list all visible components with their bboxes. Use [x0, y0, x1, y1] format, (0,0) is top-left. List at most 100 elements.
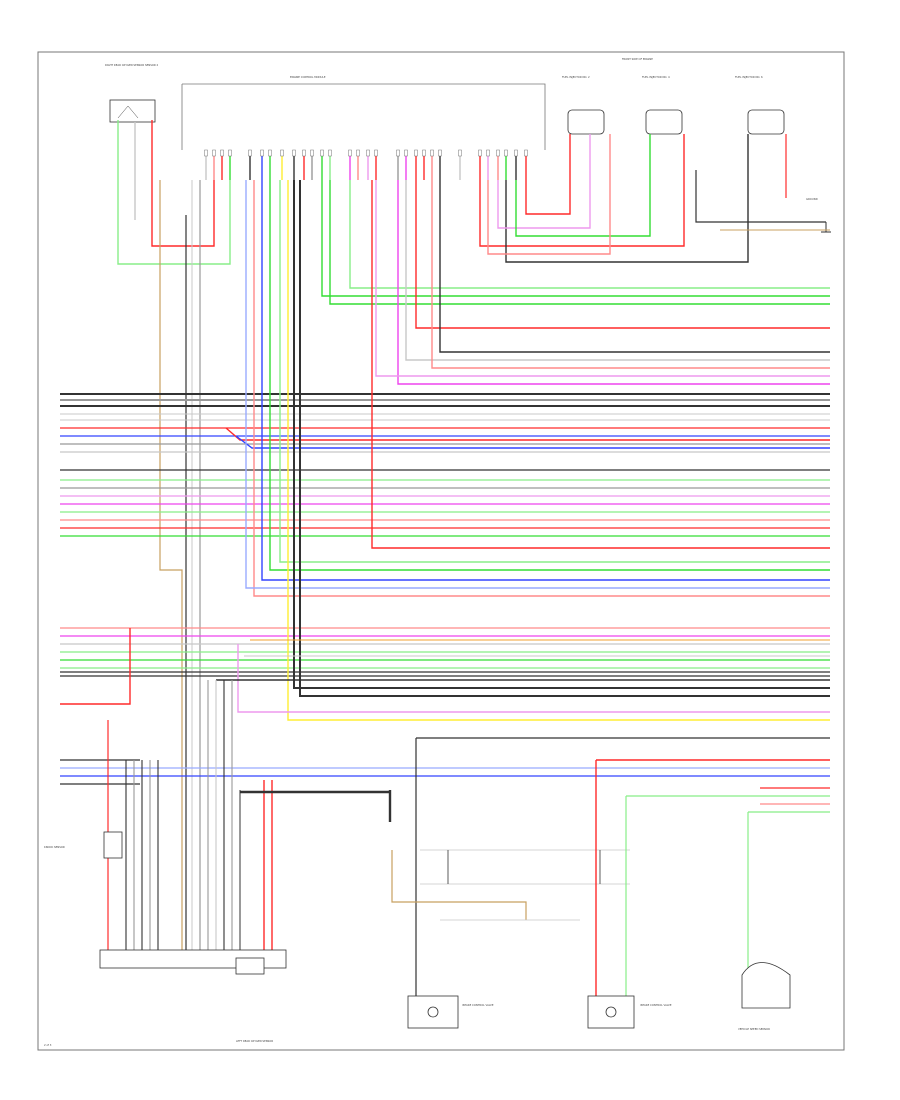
- wire-pink-21: [487, 134, 611, 255]
- ecm-pin-17: [396, 149, 400, 157]
- ecm-pin-4: [248, 149, 252, 157]
- wire-violet-63: [237, 644, 830, 713]
- injector-6-label: FUEL INJECTOR NO. 6: [735, 75, 763, 79]
- injector-4-label: FUEL INJECTOR NO. 4: [642, 75, 670, 79]
- wire-red-45: [371, 180, 830, 549]
- fuel-injector-4: FUEL INJECTOR NO. 4: [642, 75, 683, 135]
- wire-black-60: [299, 180, 830, 697]
- wire-lightgreen-48: [279, 180, 830, 563]
- ecm-pin-25: [486, 149, 490, 157]
- wire-black-23: [695, 170, 826, 223]
- wire-lightgreen-0: [117, 120, 231, 265]
- ecm-header-label: ENGINE CONTROL MODULE: [290, 75, 326, 79]
- wire-red-16: [479, 134, 685, 247]
- wire-red-94: [595, 759, 830, 996]
- wire-group: [60, 120, 830, 996]
- wire-lightgreen-9: [349, 180, 830, 289]
- intake-valve-1-label: INTAKE CONTROL VALVE: [462, 1003, 494, 1007]
- rear-o2-sensor: [109, 99, 156, 123]
- ecm-pin-24: [478, 149, 482, 157]
- wire-violet-18: [497, 134, 591, 229]
- ecm-pin-10: [310, 149, 314, 157]
- ecm-pin-2: [220, 149, 224, 157]
- fuel-injector-6: FUEL INJECTOR NO. 6: [735, 75, 785, 135]
- vss-body: [741, 962, 791, 1009]
- ecm-pin-12: [328, 149, 332, 157]
- ecm-pin-21: [430, 149, 434, 157]
- ecm-pin-6: [268, 149, 272, 157]
- ecm-pin-8: [292, 149, 296, 157]
- wire-pink-49: [253, 180, 830, 597]
- ecm-pin-group: [204, 149, 528, 157]
- left-rear-o2-label: LEFT REAR OXYGEN SENSOR: [236, 1039, 273, 1043]
- left-rear-o2-body: [235, 957, 265, 975]
- ecm-pin-29: [524, 149, 528, 157]
- ecm-pin-23: [458, 149, 462, 157]
- ecm-pin-0: [204, 149, 208, 157]
- knock-sensor: KNOCK SENSOR: [44, 831, 123, 859]
- wire-green-8: [329, 180, 830, 305]
- intake-valve-1-body: [407, 995, 459, 1029]
- wire-lightgreen-95: [625, 795, 830, 996]
- wire-black-87: [415, 737, 830, 996]
- ecm-pin-18: [404, 149, 408, 157]
- ecm-pin-15: [366, 149, 370, 157]
- ecm-outline: [182, 83, 546, 150]
- ecm-pin-27: [504, 149, 508, 157]
- wire-violet-14: [375, 180, 830, 377]
- vss-label: VEHICLE SPEED SENSOR: [738, 1027, 770, 1031]
- knock-sensor-label: KNOCK SENSOR: [44, 845, 65, 849]
- intake-valve-2-body: [587, 995, 635, 1029]
- wire-lightgray-11: [405, 180, 830, 361]
- page-number: 2 of 3: [44, 1043, 52, 1047]
- wire-black-17: [505, 134, 749, 263]
- injector-2-label: FUEL INJECTOR NO. 2: [562, 75, 590, 79]
- intake-control-valve-2: INTAKE CONTROL VALVE: [587, 995, 672, 1029]
- wire-tan-3: [159, 180, 183, 950]
- intake-control-valve-1: INTAKE CONTROL VALVE: [407, 995, 494, 1029]
- wire-black-12: [439, 180, 830, 353]
- wire-green-20: [515, 134, 651, 237]
- wire-blue-44: [235, 435, 830, 449]
- wire-magenta-13: [397, 180, 830, 385]
- intake-valve-1-symbol: [427, 1006, 439, 1018]
- ecm-pin-26: [496, 149, 500, 157]
- ecm-pin-1: [212, 149, 216, 157]
- wire-lightblue-50: [245, 180, 830, 589]
- engine-front-label: FRONT SIDE OF ENGINE: [622, 57, 653, 61]
- wire-red-10: [415, 180, 830, 329]
- ecm-pin-9: [302, 149, 306, 157]
- wire-green-7: [321, 180, 830, 297]
- ecm-pin-19: [414, 149, 418, 157]
- ecm-pin-28: [514, 149, 518, 157]
- ecm-pin-22: [438, 149, 442, 157]
- wire-yellow-62: [287, 180, 830, 721]
- ecm-pin-16: [374, 149, 378, 157]
- ecm-pin-3: [228, 149, 232, 157]
- intake-valve-2-label: INTAKE CONTROL VALVE: [640, 1003, 672, 1007]
- injector-4-body: [645, 109, 683, 135]
- intake-valve-2-symbol: [605, 1006, 617, 1018]
- fuel-injector-2: FUEL INJECTOR NO. 2: [562, 75, 605, 135]
- diagram-frame: [37, 51, 845, 1051]
- wire-tan-88: [391, 850, 527, 920]
- ecm-pin-7: [280, 149, 284, 157]
- ground-label: GROUND: [806, 197, 818, 201]
- rear-o2-sensor-symbol: [117, 105, 139, 119]
- wire-red-43: [225, 427, 830, 441]
- wire-green-47: [269, 180, 830, 571]
- wire-lightgreen-96: [747, 811, 830, 975]
- wire-red-61: [60, 628, 131, 705]
- injector-2-body: [567, 109, 605, 135]
- ecm-pin-20: [422, 149, 426, 157]
- wire-red-19: [525, 134, 571, 215]
- rear-o2-sensor-label: RIGHT REAR OXYGEN SENSOR SENSOR 2: [105, 63, 159, 67]
- vehicle-speed-sensor: VEHICLE SPEED SENSOR: [738, 962, 791, 1031]
- injector-6-body: [747, 109, 785, 135]
- ecm-pin-5: [260, 149, 264, 157]
- wire-red-1: [151, 120, 215, 247]
- wire-black-59: [293, 180, 830, 689]
- ecm-pin-11: [320, 149, 324, 157]
- wire-pink-15: [431, 180, 830, 369]
